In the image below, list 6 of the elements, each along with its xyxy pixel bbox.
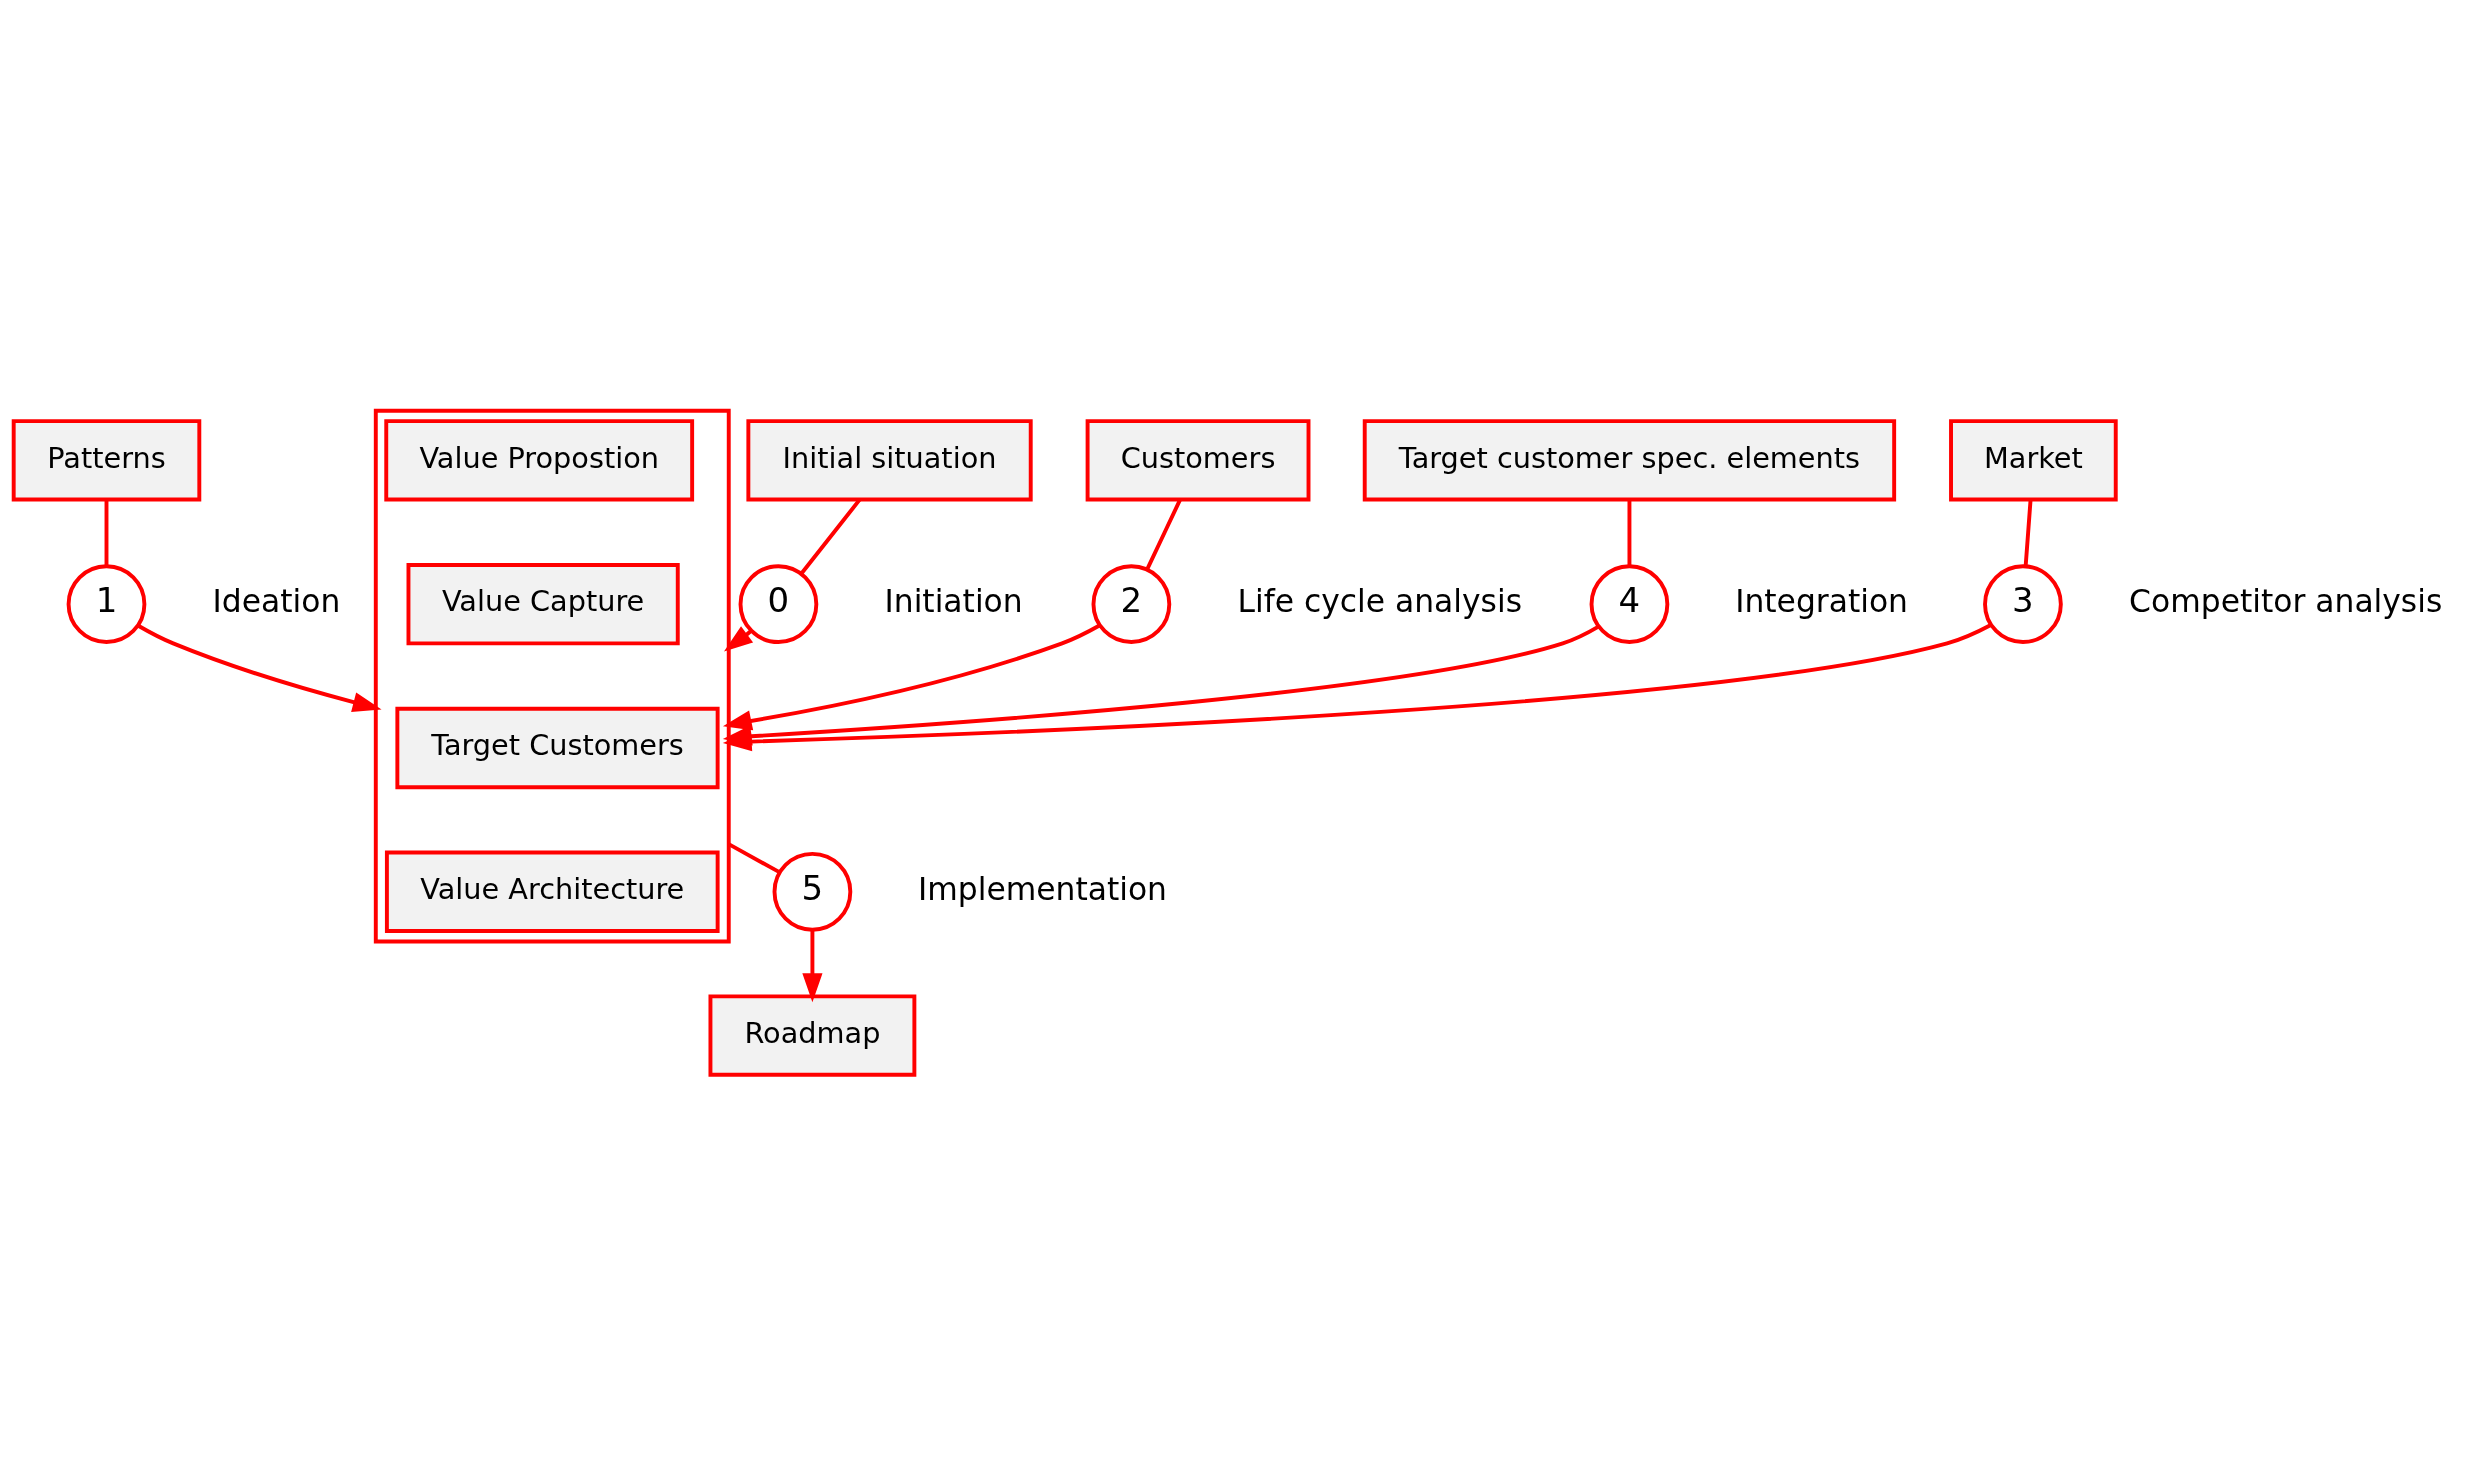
node-label: Ideation bbox=[212, 583, 341, 620]
node-label: Implementation bbox=[917, 870, 1167, 907]
node-label: Initiation bbox=[884, 583, 1023, 620]
node-label: Integration bbox=[1735, 583, 1909, 620]
node-label: Competitor analysis bbox=[2129, 583, 2443, 620]
node-label: Life cycle analysis bbox=[1237, 583, 1522, 620]
